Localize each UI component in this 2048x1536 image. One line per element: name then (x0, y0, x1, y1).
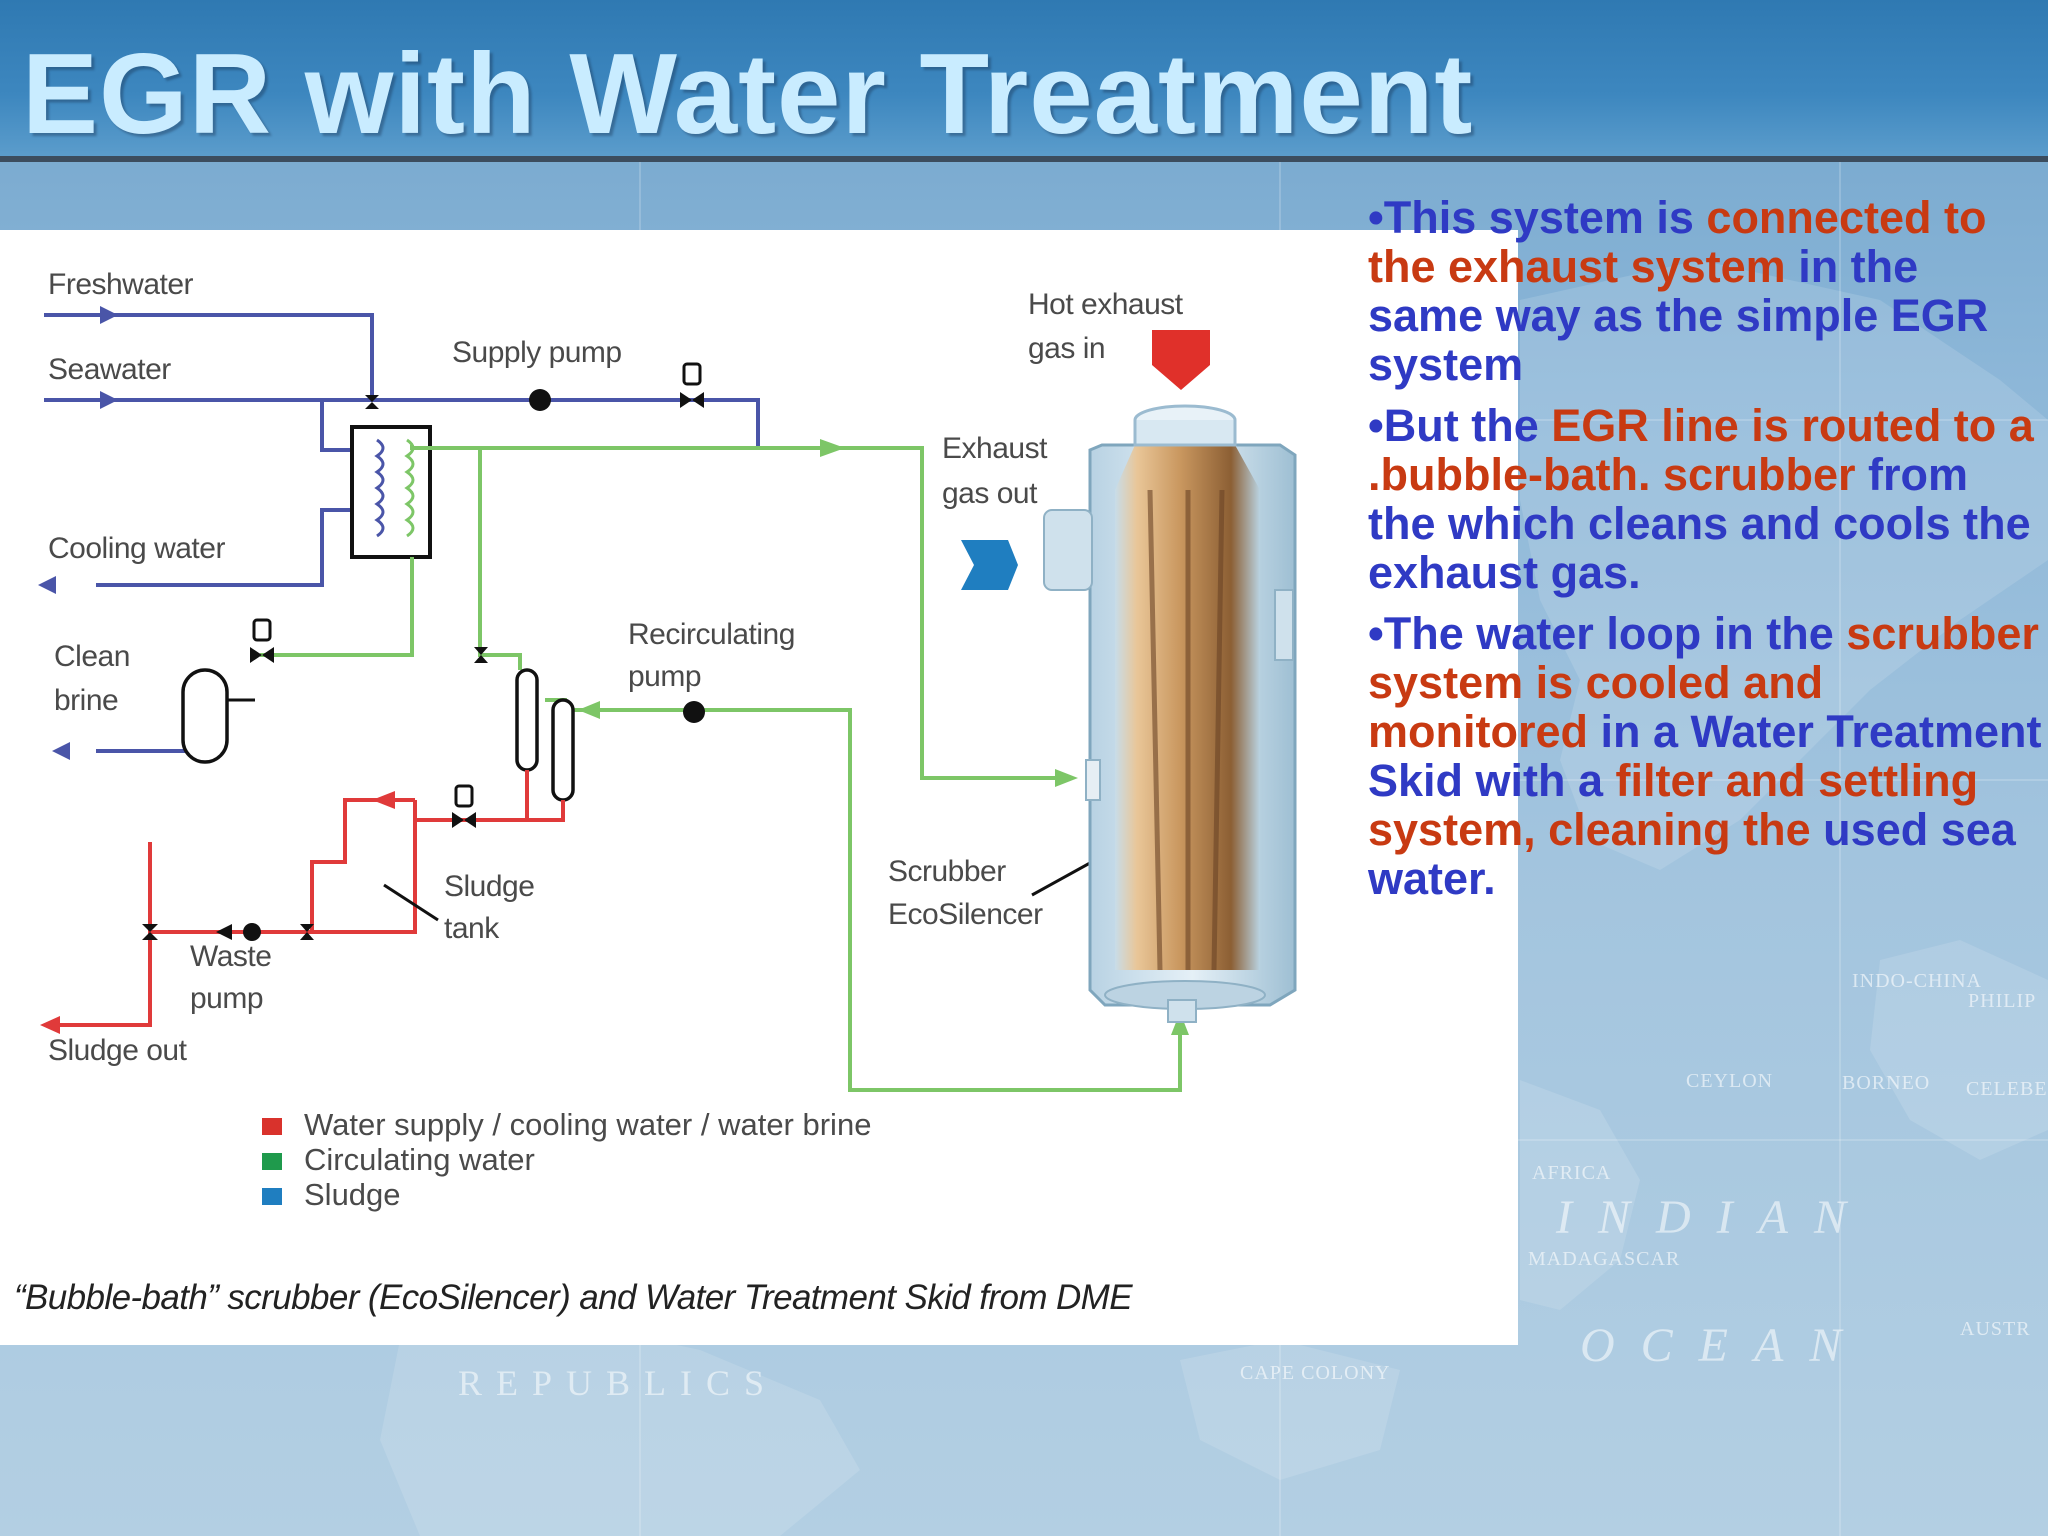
legend-water-supply: Water supply / cooling water / water bri… (304, 1107, 872, 1142)
green-arrowheads (578, 439, 1189, 1035)
legend-swatch-sludge (262, 1188, 282, 1205)
label-gas-out: gas out (942, 477, 1037, 510)
bullet-3-part-1: The water loop in the (1383, 608, 1847, 659)
title-bar (0, 0, 2048, 158)
legend-swatch-circulating (262, 1153, 282, 1170)
legend-sludge: Sludge (304, 1177, 401, 1212)
label-supply-pump: Supply pump (452, 336, 622, 369)
bullet-1-marker: • (1368, 192, 1384, 243)
bullet-text-panel: •This system is connected to the exhaust… (1368, 193, 2043, 915)
label-sludge-out: Sludge out (48, 1034, 187, 1067)
map-label-celebes: CELEBES (1966, 1078, 2048, 1100)
map-label-cape-colony: CAPE COLONY (1240, 1362, 1391, 1384)
label-pump: pump (628, 660, 702, 693)
label-recirculating: Recirculating (628, 618, 795, 651)
label-ecosilencer: EcoSilencer (888, 898, 1043, 931)
legend-circulating: Circulating water (304, 1142, 535, 1177)
map-label-republics: REPUBLICS (458, 1363, 779, 1403)
bullet-1-part-2: connected to the exhaust system (1368, 192, 1987, 292)
map-label-austr: AUSTR (1960, 1318, 2031, 1340)
map-label-philip: PHILIP (1968, 990, 2037, 1012)
label-freshwater: Freshwater (48, 268, 194, 301)
supply-pump-symbol (529, 389, 551, 411)
label-clean: Clean (54, 640, 130, 673)
brine-vessel (181, 668, 229, 764)
label-waste: Waste (190, 940, 272, 973)
bullet-1: •This system is connected to the exhaust… (1368, 193, 2043, 389)
label-gas-in: gas in (1028, 332, 1106, 365)
map-label-africa: AFRICA (1532, 1162, 1612, 1184)
label-cooling-water: Cooling water (48, 532, 225, 565)
valves (142, 362, 704, 940)
label-tank: tank (444, 912, 499, 945)
bullet-2-part-1: But the (1383, 400, 1552, 451)
hot-exhaust-in-arrow (1152, 330, 1210, 390)
red-arrowheads (40, 791, 395, 1034)
scrubber-diagram: Freshwater Seawater Supply pump Hot exha… (0, 230, 1518, 1345)
diagram-caption: “Bubble-bath” scrubber (EcoSilencer) and… (14, 1278, 1133, 1317)
recirc-pump-symbol (683, 701, 705, 723)
waste-pump-symbol (216, 923, 261, 941)
map-label-madagascar: MADAGASCAR (1528, 1248, 1681, 1270)
label-exhaust: Exhaust (942, 432, 1047, 465)
label-scrubber: Scrubber (888, 855, 1006, 888)
diagram-schematic (38, 306, 1297, 1092)
map-label-indian: INDIAN (1556, 1191, 1872, 1244)
map-label-borneo: BORNEO (1842, 1072, 1931, 1094)
map-label-ceylon: CEYLON (1686, 1070, 1774, 1092)
exhaust-out-arrow (961, 540, 1018, 590)
blue-arrowheads (38, 306, 118, 760)
bullet-2-part-3: from the which cleans and cools the exha… (1368, 449, 2031, 598)
bullet-3-part-2: scrubber system is cooled and monitored (1368, 608, 2039, 757)
legend-swatch-water-supply (262, 1118, 282, 1135)
bullet-3-part-3: in a Water Treatment Skid with a (1368, 706, 2042, 806)
label-hot-exhaust: Hot exhaust (1028, 288, 1183, 321)
bullet-3-marker: • (1368, 608, 1384, 659)
bullet-2: •But the EGR line is routed to a .bubble… (1368, 401, 2043, 597)
title-divider (0, 156, 2048, 162)
bullet-3-part-4: filter and settling system, cleaning the (1368, 755, 1979, 855)
map-label-ocean: OCEAN (1580, 1319, 1868, 1372)
label-seawater: Seawater (48, 353, 171, 386)
slide-title: EGR with Water Treatment (22, 31, 1474, 158)
label-waste-pump: pump (190, 982, 264, 1015)
bullet-3-part-5: used sea water. (1368, 804, 2016, 904)
scrubber-tower (1043, 404, 1297, 1023)
label-sludge: Sludge (444, 870, 535, 903)
bullet-3: •The water loop in the scrubber system i… (1368, 609, 2043, 903)
bullet-2-part-2: EGR line is routed to a .bubble-bath. sc… (1368, 400, 2034, 500)
label-brine: brine (54, 684, 119, 717)
map-label-indo-china: INDO-CHINA (1852, 970, 1982, 992)
bullet-1-part-3: in the same way as the simple EGR system (1368, 241, 1989, 390)
bullet-2-marker: • (1368, 400, 1384, 451)
bullet-1-part-1: This system is (1383, 192, 1707, 243)
